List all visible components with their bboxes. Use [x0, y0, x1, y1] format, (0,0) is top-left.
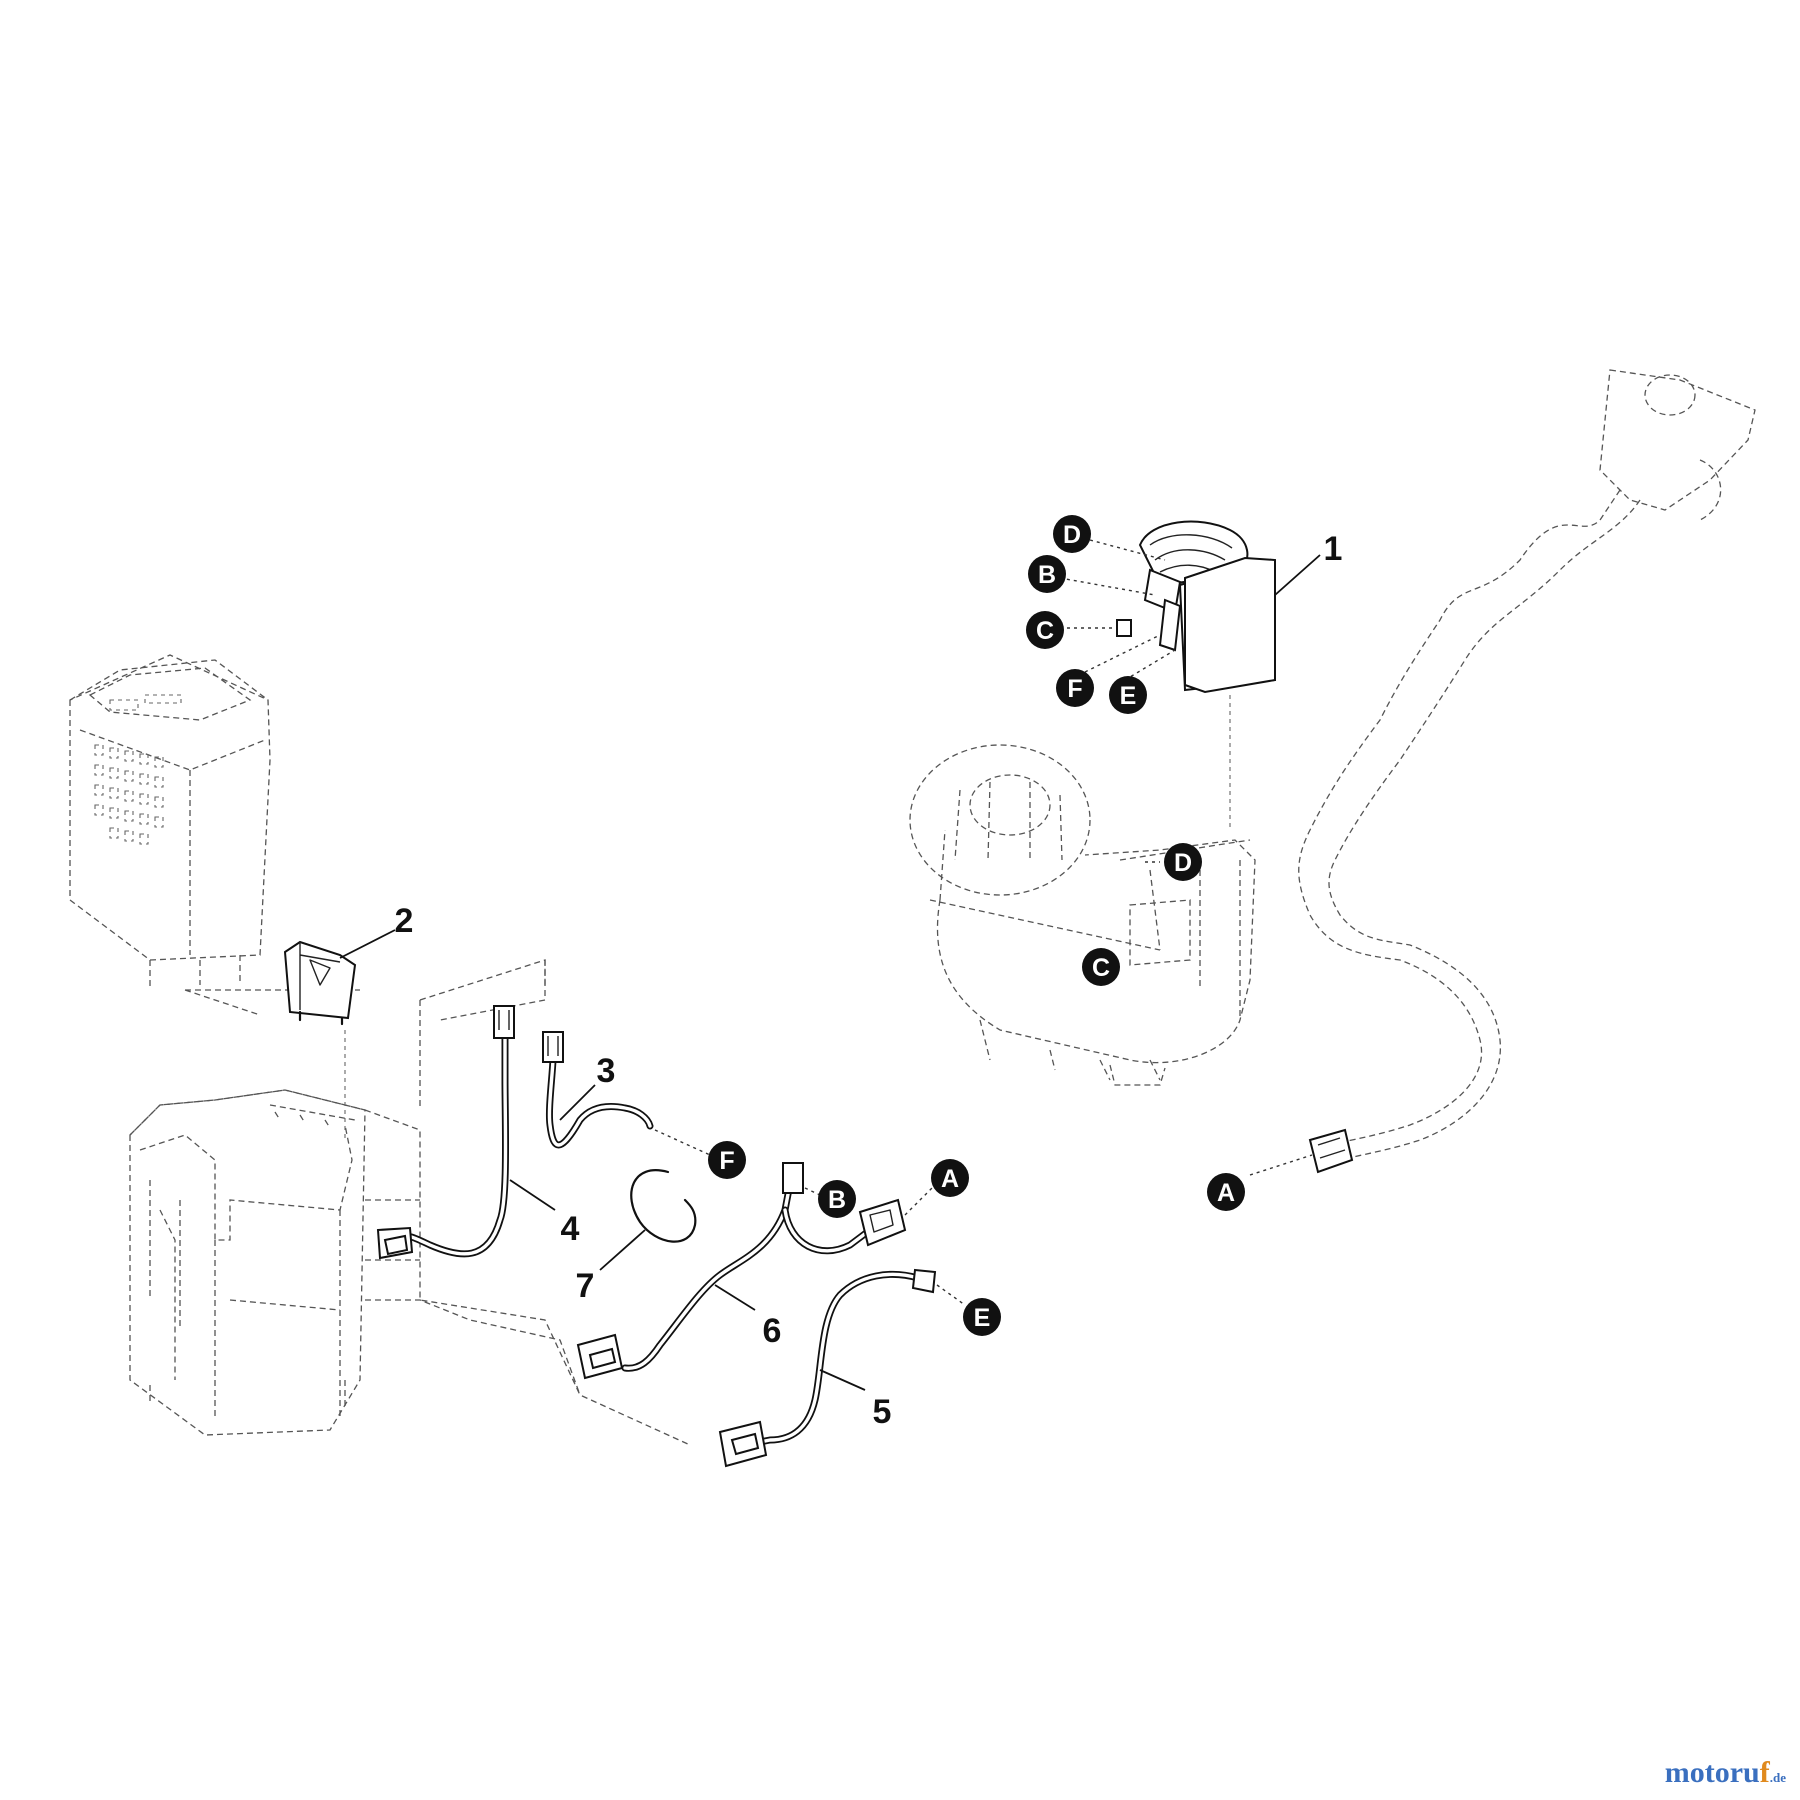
part-6-cable: [576, 1162, 907, 1380]
svg-text:B: B: [1038, 561, 1056, 589]
leader-cable5-e: [936, 1284, 966, 1306]
plug-connector: [1308, 1128, 1354, 1174]
part-number-5: 5: [873, 1393, 892, 1431]
leader-7: [599, 1229, 646, 1271]
leader-cable3-f: [654, 1129, 711, 1156]
marker-motor-d: D: [1164, 843, 1202, 881]
marker-module-d: D: [1053, 515, 1091, 553]
marker-module-b: B: [1028, 555, 1066, 593]
part-1-module: [1116, 520, 1277, 694]
marker-plug-a: A: [1207, 1173, 1245, 1211]
watermark-logo: motoruf.de: [1664, 1756, 1786, 1789]
marker-cable6-b: B: [818, 1180, 856, 1218]
svg-text:C: C: [1036, 617, 1054, 645]
svg-text:C: C: [1092, 954, 1110, 982]
svg-text:E: E: [1120, 682, 1137, 710]
leader-module-d: [1089, 539, 1166, 561]
svg-text:F: F: [719, 1147, 734, 1175]
cord-and-handle-outline: [1298, 369, 1756, 1161]
leader-module-e: [1124, 649, 1176, 681]
leader-5: [819, 1369, 866, 1391]
svg-text:A: A: [941, 1165, 959, 1193]
leader-4: [509, 1179, 556, 1211]
leader-cable6-a: [904, 1184, 936, 1216]
svg-text:F: F: [1067, 675, 1082, 703]
marker-motor-c: C: [1082, 948, 1120, 986]
part-2-cap: [283, 940, 357, 1026]
marker-module-f: F: [1056, 669, 1094, 707]
part-number-2: 2: [395, 902, 414, 940]
svg-text:B: B: [828, 1186, 846, 1214]
svg-text:D: D: [1063, 521, 1081, 549]
svg-text:E: E: [974, 1304, 991, 1332]
marker-cable6-a: A: [931, 1159, 969, 1197]
part-number-3: 3: [597, 1052, 616, 1090]
marker-module-c: C: [1026, 611, 1064, 649]
part-5-cable: [718, 1268, 937, 1468]
motor-outline: [909, 744, 1256, 1086]
leader-1: [1274, 554, 1321, 596]
part-number-1: 1: [1324, 530, 1343, 568]
part-number-6: 6: [763, 1312, 782, 1350]
part-3-cable: [542, 1031, 654, 1149]
leader-module-b: [1059, 577, 1156, 596]
leader-3: [559, 1084, 596, 1121]
part-number-4: 4: [561, 1210, 580, 1248]
battery-outline: [69, 654, 271, 990]
part-number-7: 7: [576, 1267, 595, 1305]
part-7-ring: [630, 1169, 697, 1243]
svg-text:D: D: [1174, 849, 1192, 877]
marker-module-e: E: [1109, 676, 1147, 714]
part-4-cable: [376, 1005, 515, 1260]
housing-outline: [129, 1089, 366, 1436]
leader-2: [339, 929, 396, 959]
leader-cable6-b: [804, 1187, 821, 1196]
leader-6: [714, 1284, 756, 1311]
marker-cable3-f: F: [708, 1141, 746, 1179]
svg-text:A: A: [1217, 1179, 1235, 1207]
leader-plug-a: [1249, 1154, 1313, 1176]
leader-module-f: [1084, 634, 1161, 673]
marker-cable5-e: E: [963, 1298, 1001, 1336]
